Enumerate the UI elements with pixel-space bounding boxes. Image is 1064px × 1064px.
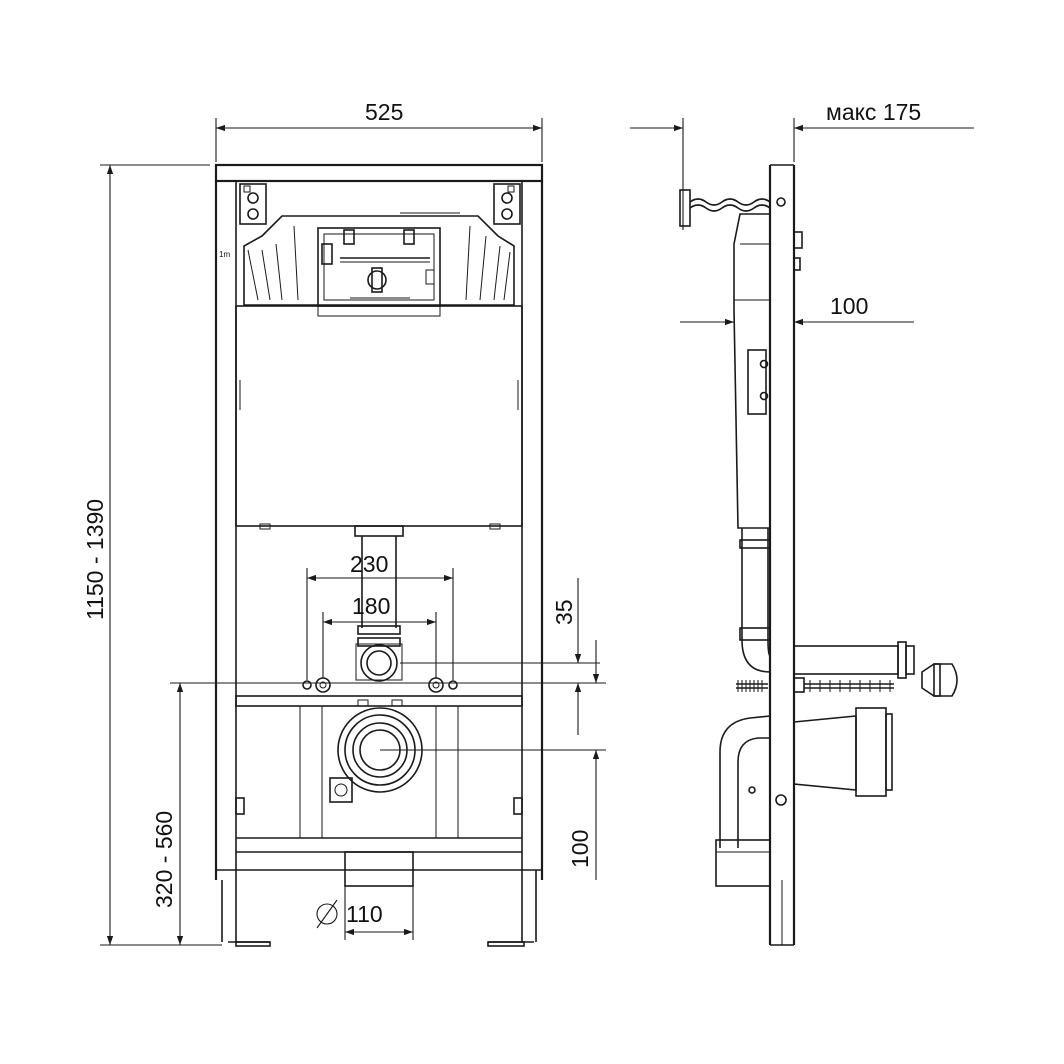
frame-outline: [214, 163, 544, 947]
cistern-body: [235, 305, 523, 537]
flush-pipe: [355, 536, 403, 682]
dimension-height: 1150 - 1390: [82, 164, 222, 946]
side-frame: [768, 164, 796, 946]
label-max-depth: макс 175: [826, 99, 921, 125]
wall-anchor: [679, 189, 771, 227]
side-flush-outlet: [793, 641, 958, 697]
label-bottom-offset: 100: [567, 830, 593, 868]
label-frame-width: 525: [365, 99, 403, 125]
side-drain-bend: [715, 707, 893, 887]
label-height-range: 1150 - 1390: [82, 499, 108, 620]
dimension-offset-35: 35: [170, 578, 606, 735]
dimension-frame-width: 525: [215, 99, 543, 162]
dimension-bolt-spacing-230: 230: [306, 551, 454, 680]
label-bolt-height-range: 320 - 560: [151, 811, 177, 908]
dimension-bolt-height: 320 - 560: [151, 683, 222, 946]
side-view: [679, 164, 958, 946]
dimension-max-depth: макс 175: [630, 99, 974, 230]
drain-connection: [329, 707, 423, 887]
dimension-side-depth-100: 100: [680, 293, 914, 326]
top-bracket-left: [239, 183, 267, 225]
label-side-depth: 100: [830, 293, 868, 319]
dimension-bottom-100: 100: [380, 640, 606, 880]
label-bolt-inner: 180: [352, 593, 390, 619]
cistern-top: [243, 212, 515, 307]
front-view: 1m: [214, 163, 544, 947]
side-cistern: [733, 213, 803, 529]
label-offset-small: 35: [551, 599, 577, 625]
diameter-icon: [316, 899, 338, 929]
dimension-bolt-spacing-180: 180: [322, 593, 437, 678]
side-flush-pipe: [739, 528, 771, 673]
side-threaded-rods: [736, 677, 894, 693]
top-bracket-right: [493, 183, 521, 225]
label-bolt-outer: 230: [350, 551, 388, 577]
corner-mark: 1m: [219, 250, 230, 259]
lower-crossbar: [235, 695, 523, 853]
label-pipe-diameter: 110: [346, 901, 383, 927]
dimension-pipe-diameter: 110: [316, 886, 414, 940]
